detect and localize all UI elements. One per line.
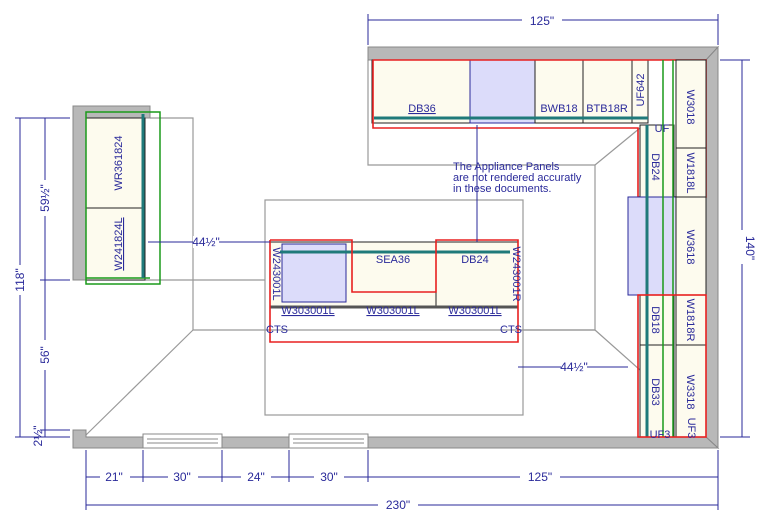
cabinet-label[interactable]: DB18: [649, 306, 661, 334]
cabinet-label[interactable]: W3618: [684, 230, 696, 265]
cabinet-label[interactable]: WR361824: [113, 135, 125, 190]
dimension-label: 125": [530, 14, 554, 28]
cabinet-label[interactable]: W241824L: [113, 217, 125, 270]
dimension-label: 59½": [38, 184, 52, 212]
dimension-label: 21": [105, 470, 123, 484]
dimension-label: 30": [173, 470, 191, 484]
clearance-dims: 44½" 44½": [148, 235, 628, 374]
dimension-label: 125": [528, 470, 552, 484]
cabinet-label[interactable]: SEA36: [376, 254, 410, 266]
note-line: are not rendered accuratly: [453, 172, 582, 184]
cabinet-label[interactable]: W243001L: [270, 247, 282, 300]
dimension-label: 140": [743, 236, 757, 260]
top-wall: [367, 46, 720, 61]
filler-label[interactable]: UF3: [685, 418, 697, 439]
appliance-refrigerator: [627, 196, 677, 296]
cabinet-label[interactable]: DB36: [408, 103, 436, 115]
dimension-label: 230": [386, 498, 410, 512]
window: [142, 433, 223, 449]
island-outline: [264, 199, 524, 416]
filler-label[interactable]: UF: [655, 123, 670, 135]
island: SEA36 DB24 W303001L W303001L W303001L W2…: [266, 239, 522, 343]
note-line: The Appliance Panels: [453, 161, 560, 173]
note-line: in these documents.: [453, 183, 551, 195]
dimension-label: 118": [13, 268, 27, 291]
cabinet-label[interactable]: W1818R: [684, 299, 696, 342]
dimension-label: 24": [247, 470, 265, 484]
dimension-label: 44½": [560, 360, 588, 374]
appliance-dishwasher: [469, 59, 536, 124]
appliance-island: [281, 243, 347, 303]
cabinet-label[interactable]: BWB18: [540, 103, 577, 115]
left-cabinets: WR361824 W241824L: [85, 111, 161, 285]
cabinet-label[interactable]: UF642: [635, 73, 647, 106]
dimension-label: 44½": [192, 235, 220, 249]
cabinet-label[interactable]: W243001R: [510, 246, 522, 301]
cabinet-label[interactable]: W3018: [684, 90, 696, 125]
cabinet-label[interactable]: W1818L: [684, 153, 696, 194]
cabinet-label[interactable]: DB24: [461, 254, 489, 266]
right-wall: [705, 45, 719, 450]
cts-label: CTS: [266, 324, 288, 336]
cabinet-label[interactable]: DB33: [649, 378, 661, 406]
dimension-label: 30": [320, 470, 338, 484]
right-cabinets: W3018 W1818L W3618 W1818R W3318 DB24 DB1…: [627, 59, 707, 441]
cabinet-label[interactable]: DB24: [649, 153, 661, 181]
window: [288, 433, 369, 449]
cts-label: CTS: [500, 324, 522, 336]
cabinet-label[interactable]: W303001L: [448, 305, 501, 317]
cabinet-label[interactable]: W3318: [684, 375, 696, 410]
dimension-label: 2½": [31, 426, 45, 447]
cabinet-label[interactable]: W303001L: [281, 305, 334, 317]
dimension-label: 56": [38, 346, 52, 364]
cabinet-label[interactable]: W303001L: [366, 305, 419, 317]
bottom-wall: [72, 429, 720, 449]
note: The Appliance Panels are not rendered ac…: [453, 125, 582, 242]
dimension-lines: 125" 140" 118" 59½" 56" 2½" 21" 30" 24" …: [12, 13, 757, 512]
cabinet-label[interactable]: BTB18R: [586, 103, 628, 115]
filler-label[interactable]: UF3: [650, 429, 671, 441]
